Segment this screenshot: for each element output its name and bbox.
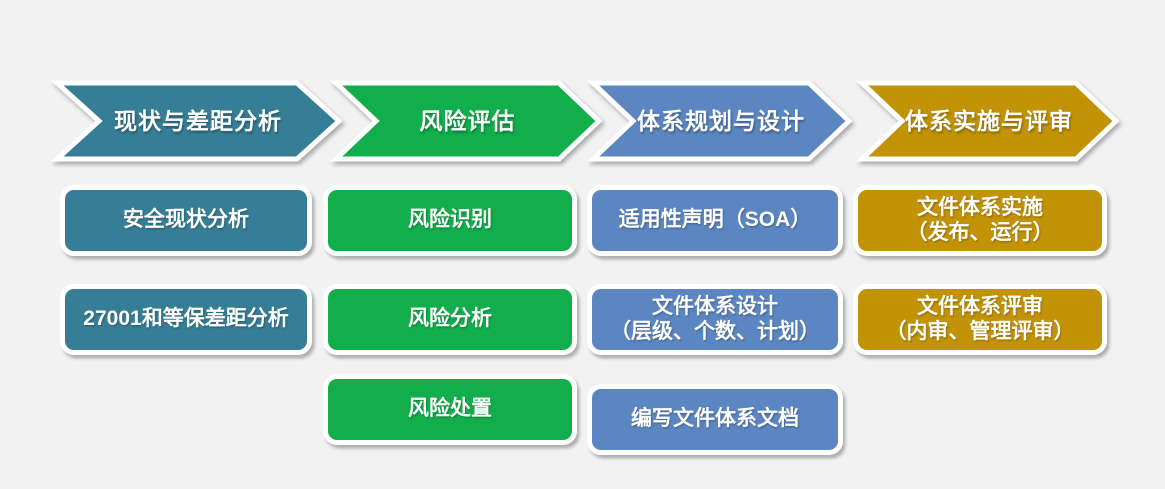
stage-arrow-1-shape [50, 80, 343, 162]
step-box-label: 风险分析 [408, 307, 492, 331]
step-box-write-documents: 编写文件体系文档 [587, 384, 843, 455]
stage-arrow-4-shape [855, 80, 1120, 162]
step-box-label: 文件体系实施 [917, 195, 1043, 219]
stage-label-gap-analysis: 现状与差距分析 [114, 108, 282, 134]
step-box-label: 编写文件体系文档 [631, 407, 799, 431]
step-box-label: 风险处置 [408, 397, 492, 421]
step-box-document-system-review: 文件体系评审 （内审、管理评审） [853, 284, 1107, 355]
step-box-label-line2: （发布、运行） [906, 220, 1054, 244]
step-box-risk-treatment: 风险处置 [323, 374, 577, 445]
step-box-risk-identification: 风险识别 [323, 185, 577, 256]
step-box-security-status-analysis: 安全现状分析 [60, 185, 312, 256]
step-box-label: 文件体系评审 [917, 294, 1043, 318]
stage-label-system-design: 体系规划与设计 [637, 108, 805, 134]
step-box-risk-analysis: 风险分析 [323, 284, 577, 355]
step-box-label: 27001和等保差距分析 [83, 307, 289, 331]
stage-label-implementation-review: 体系实施与评审 [905, 108, 1073, 134]
step-box-label: 安全现状分析 [123, 208, 249, 232]
stage-label-risk-assessment: 风险评估 [419, 108, 516, 134]
stage-arrow-3-shape [586, 80, 853, 162]
step-box-label: 适用性声明（SOA） [618, 208, 812, 232]
stage-arrow-2-shape [329, 80, 603, 162]
step-box-label-line2: （内审、管理评审） [885, 319, 1075, 343]
step-box-label: 风险识别 [408, 208, 492, 232]
step-box-27001-gap-analysis: 27001和等保差距分析 [60, 284, 312, 355]
step-box-document-system-design: 文件体系设计 （层级、个数、计划） [587, 284, 843, 355]
step-box-soa-statement: 适用性声明（SOA） [587, 185, 843, 256]
step-box-label: 文件体系设计 [652, 294, 778, 318]
step-box-label-line2: （层级、个数、计划） [610, 319, 820, 343]
step-box-document-system-implementation: 文件体系实施 （发布、运行） [853, 185, 1107, 256]
